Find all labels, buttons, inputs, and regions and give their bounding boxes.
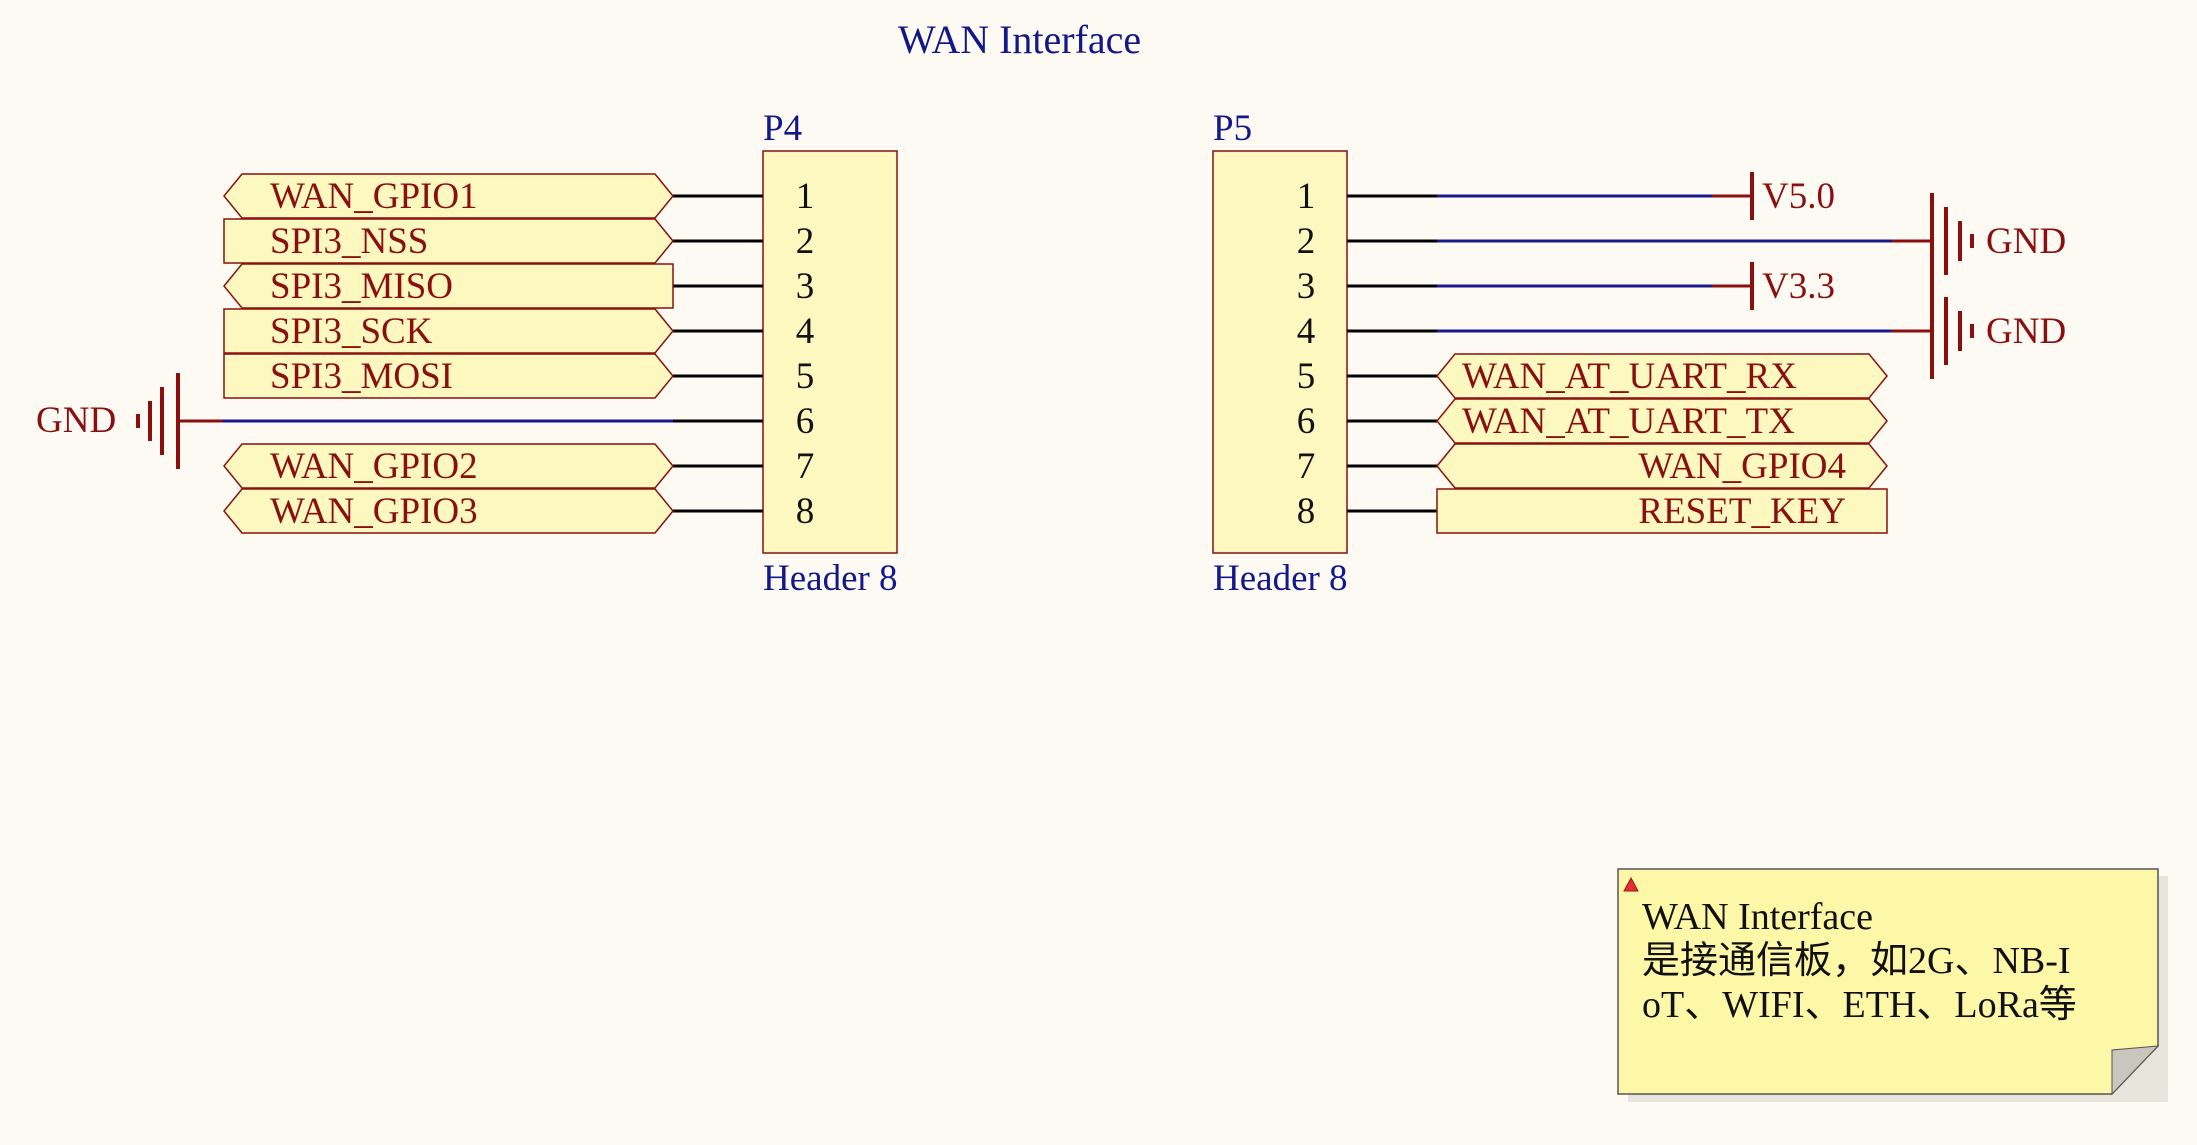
note-line-1: WAN Interface (1642, 896, 1874, 938)
dynamic-graphics (136, 172, 1974, 534)
note-marker-icon (1623, 876, 1639, 892)
p5-pin-3-number: 3 (1296, 266, 1316, 307)
p4-designator: P4 (763, 108, 803, 149)
note-fold (2111, 1045, 2160, 1096)
p4-net-label-1[interactable]: WAN_GPIO1 (270, 176, 478, 217)
p4-port-7-flag (223, 443, 674, 489)
p5-designator: P5 (1213, 108, 1253, 149)
p4-net-label-4[interactable]: SPI3_SCK (270, 311, 433, 352)
p4-gnd-label: GND (36, 400, 117, 441)
p4-pin-4-number: 4 (795, 311, 815, 352)
p5-pin-2-number: 2 (1296, 221, 1316, 262)
p5-power-label-1: V5.0 (1762, 176, 1835, 217)
p4-port-4-flag (223, 308, 674, 354)
p5-port-8-flag (1436, 488, 1888, 534)
p4-port-2-flag (223, 218, 674, 264)
p4-net-label-8[interactable]: WAN_GPIO3 (270, 491, 478, 532)
p5-port-5-flag (1436, 353, 1888, 399)
p4-port-5-flag (223, 353, 674, 399)
p5-graphics (1212, 150, 1348, 554)
sheet-title: WAN Interface (898, 17, 1142, 62)
p5-pin-7-number: 7 (1296, 446, 1316, 487)
p5-body[interactable] (1212, 150, 1348, 554)
note-line-2: 是接通信板，如2G、NB-I (1642, 940, 2071, 982)
p5-gnd-label-4: GND (1986, 311, 2067, 352)
p4-pin-1-number: 1 (795, 176, 815, 217)
p4-pin-6-number: 6 (795, 401, 815, 442)
p4-net-label-2[interactable]: SPI3_NSS (270, 221, 429, 262)
p5-pin-1-number: 1 (1296, 176, 1316, 217)
note-box[interactable] (1617, 868, 2168, 1102)
p4-comment: Header 8 (763, 558, 898, 599)
p4-pin-3-number: 3 (795, 266, 815, 307)
p4-graphics (762, 150, 898, 554)
note-line-3: oT、WIFI、ETH、LoRa等 (1642, 984, 2077, 1026)
p5-pin-6-number: 6 (1296, 401, 1316, 442)
p5-comment: Header 8 (1213, 558, 1348, 599)
p5-pin-5-number: 5 (1296, 356, 1316, 397)
p4-net-label-7[interactable]: WAN_GPIO2 (270, 446, 478, 487)
p5-net-label-6[interactable]: WAN_AT_UART_TX (1462, 401, 1795, 442)
p4-pin-8-number: 8 (795, 491, 815, 532)
p5-pin-4-number: 4 (1296, 311, 1316, 352)
p5-net-label-5[interactable]: WAN_AT_UART_RX (1462, 356, 1797, 397)
p4-net-label-3[interactable]: SPI3_MISO (270, 266, 453, 307)
p5-power-label-3: V3.3 (1762, 266, 1835, 307)
p4-net-label-5[interactable]: SPI3_MOSI (270, 356, 453, 397)
p4-pin-7-number: 7 (795, 446, 815, 487)
p5-net-label-8[interactable]: RESET_KEY (1638, 491, 1846, 532)
p4-port-8-flag (223, 488, 674, 534)
p5-gnd-label-2: GND (1986, 221, 2067, 262)
p4-body[interactable] (762, 150, 898, 554)
p5-net-label-7[interactable]: WAN_GPIO4 (1638, 446, 1846, 487)
p4-pin-5-number: 5 (795, 356, 815, 397)
p4-pin-2-number: 2 (795, 221, 815, 262)
p5-port-7-flag (1436, 443, 1888, 489)
p4-port-1-flag (223, 173, 674, 219)
p5-port-6-flag (1436, 398, 1888, 444)
p4-port-3-flag (223, 263, 674, 309)
p5-pin-8-number: 8 (1296, 491, 1316, 532)
